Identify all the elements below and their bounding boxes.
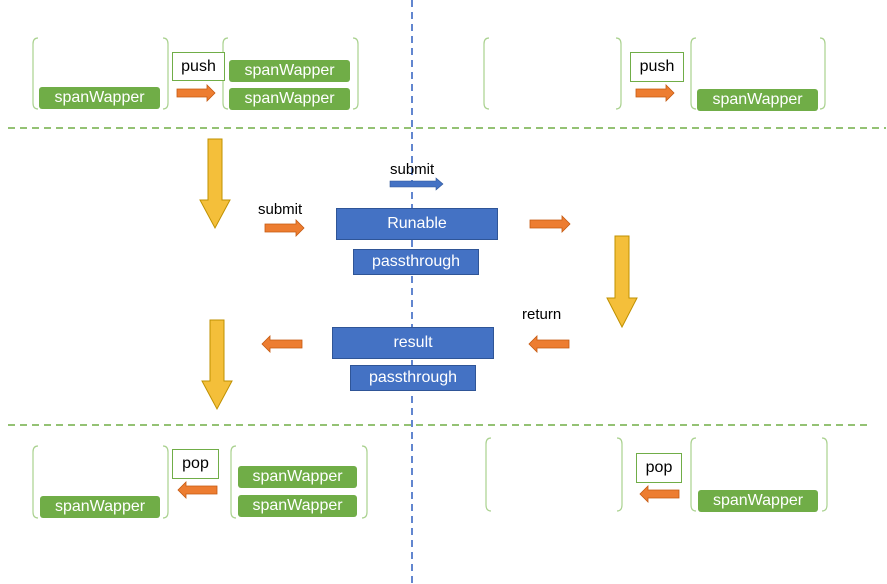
submit-label-top: submit xyxy=(390,161,435,178)
stack-bracket-top-right-a xyxy=(483,37,622,110)
orange-arrow-pop-bottom-left xyxy=(177,481,218,499)
orange-arrow-return xyxy=(528,335,570,353)
orange-arrow-push-top-right xyxy=(635,84,675,102)
span-wapper-top-left-stack-a: spanWapper xyxy=(39,87,160,109)
span-wapper-top-right-stack-b: spanWapper xyxy=(697,89,818,111)
passthrough-block-lower: passthrough xyxy=(350,365,476,391)
orange-arrow-submit xyxy=(264,219,305,237)
span-wapper-bottom-left-stack-a: spanWapper xyxy=(40,496,160,518)
orange-arrow-push-top-left xyxy=(176,84,216,102)
return-label: return xyxy=(522,306,562,323)
orange-arrow-pop-bottom-right xyxy=(639,485,680,503)
result-block: result xyxy=(332,327,494,359)
orange-arrow-runable-out xyxy=(529,215,571,233)
yellow-arrow-down-right xyxy=(606,235,638,329)
span-wapper-bottom-right-stack-b: spanWapper xyxy=(698,490,818,512)
stack-bracket-top-right-b xyxy=(690,37,826,110)
yellow-arrow-down-left-lower xyxy=(201,319,233,411)
passthrough-block-upper: passthrough xyxy=(353,249,479,275)
runable-block: Runable xyxy=(336,208,498,240)
pop-label-box-bottom-left: pop xyxy=(172,449,219,479)
stack-bracket-bottom-left-b xyxy=(230,445,368,519)
span-wapper-top-left-stack-b-2: spanWapper xyxy=(229,88,350,110)
stack-bracket-bottom-left-a xyxy=(32,445,169,519)
pop-label-box-bottom-right: pop xyxy=(636,453,682,483)
stack-bracket-bottom-right-a xyxy=(485,437,623,512)
span-wapper-bottom-left-stack-b-2: spanWapper xyxy=(238,495,357,517)
stack-bracket-top-left-a xyxy=(32,37,169,110)
blue-arrow-submit xyxy=(389,177,444,191)
span-wapper-top-left-stack-b-1: spanWapper xyxy=(229,60,350,82)
stack-bracket-bottom-right-b xyxy=(690,437,828,512)
orange-arrow-result-out xyxy=(261,335,303,353)
push-label-box-top-left: push xyxy=(172,52,225,81)
submit-label-left: submit xyxy=(258,201,303,218)
push-label-box-top-right: push xyxy=(630,52,684,82)
yellow-arrow-down-left-upper xyxy=(199,138,231,230)
span-wapper-bottom-left-stack-b-1: spanWapper xyxy=(238,466,357,488)
